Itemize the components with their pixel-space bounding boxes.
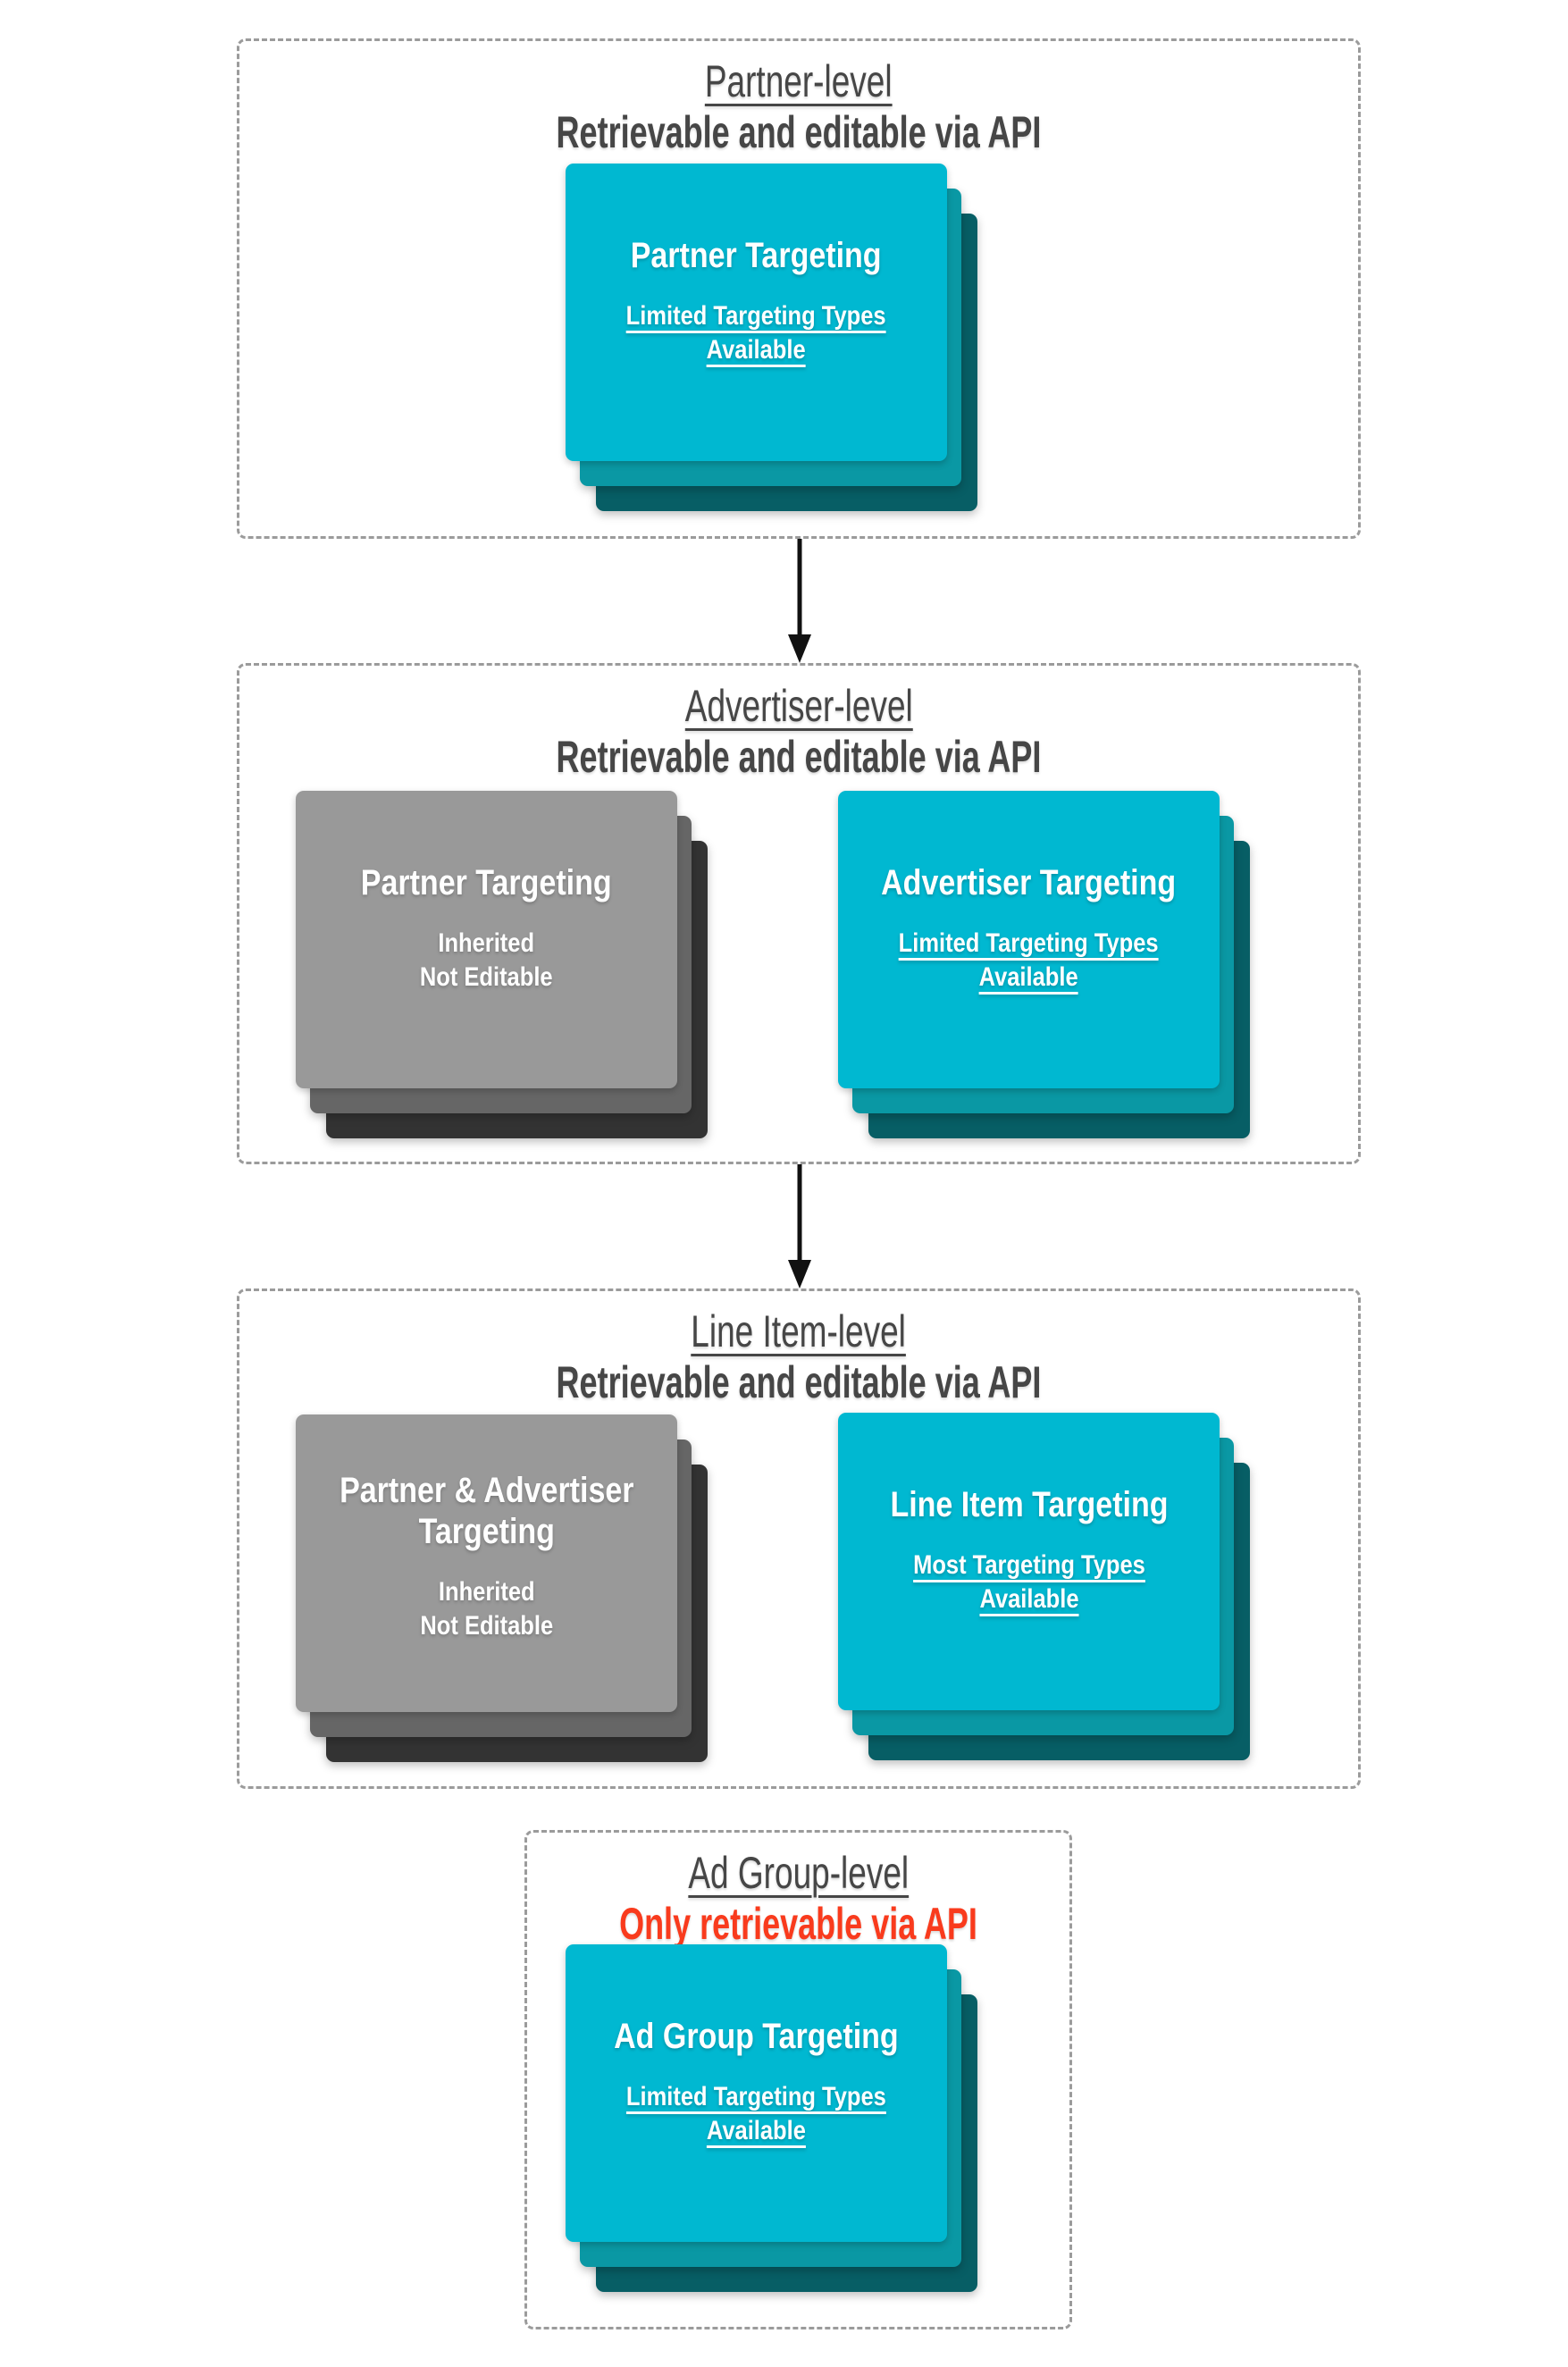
card-line-item-targeting: Line Item Targeting Most Targeting Types… xyxy=(838,1413,1250,1760)
card-front: Advertiser Targeting Limited Targeting T… xyxy=(838,791,1220,1088)
card-body: Limited Targeting Types Available xyxy=(626,2082,886,2146)
arrow-down-icon xyxy=(788,1164,811,1288)
card-title: Advertiser Targeting xyxy=(881,863,1177,902)
card-body: Inherited Not Editable xyxy=(420,1577,553,1641)
card-front: Partner Targeting Limited Targeting Type… xyxy=(566,164,947,461)
section-title: Advertiser-level xyxy=(684,681,913,731)
section-title: Partner-level xyxy=(705,56,893,106)
card-body: Most Targeting Types Available xyxy=(912,1550,1145,1615)
section-title: Line Item-level xyxy=(691,1306,907,1356)
section-header: Advertiser-level Retrievable and editabl… xyxy=(239,666,1358,782)
section-partner-level: Partner-level Retrievable and editable v… xyxy=(237,38,1361,539)
arrow-down-icon xyxy=(788,539,811,663)
card-advertiser-targeting: Advertiser Targeting Limited Targeting T… xyxy=(838,791,1250,1138)
card-ad-group-targeting: Ad Group Targeting Limited Targeting Typ… xyxy=(566,1944,977,2292)
section-header: Ad Group-level Only retrievable via API xyxy=(527,1833,1069,1949)
section-subtitle: Retrievable and editable via API xyxy=(556,732,1042,782)
card-title: Ad Group Targeting xyxy=(614,2017,899,2056)
card-front: Line Item Targeting Most Targeting Types… xyxy=(838,1413,1220,1710)
card-body: Limited Targeting Types Available xyxy=(626,301,886,365)
card-title: Line Item Targeting xyxy=(889,1485,1169,1524)
card-body: Limited Targeting Types Available xyxy=(899,928,1159,993)
card-title: Partner Targeting xyxy=(631,236,882,275)
card-front: Partner Targeting Inherited Not Editable xyxy=(296,791,677,1088)
section-subtitle: Only retrievable via API xyxy=(619,1899,977,1949)
section-subtitle: Retrievable and editable via API xyxy=(556,107,1042,157)
section-advertiser-level: Advertiser-level Retrievable and editabl… xyxy=(237,663,1361,1164)
card-partner-targeting: Partner Targeting Limited Targeting Type… xyxy=(566,164,977,511)
card-body: Inherited Not Editable xyxy=(420,928,553,993)
section-title: Ad Group-level xyxy=(688,1848,909,1898)
card-front: Partner & Advertiser Targeting Inherited… xyxy=(296,1414,677,1712)
section-subtitle: Retrievable and editable via API xyxy=(556,1357,1042,1407)
section-header: Partner-level Retrievable and editable v… xyxy=(239,41,1358,157)
card-front: Ad Group Targeting Limited Targeting Typ… xyxy=(566,1944,947,2242)
card-title: Partner & Advertiser Targeting xyxy=(339,1471,634,1551)
card-inherited-partner-targeting: Partner Targeting Inherited Not Editable xyxy=(296,791,708,1138)
card-inherited-partner-advertiser-targeting: Partner & Advertiser Targeting Inherited… xyxy=(296,1414,708,1762)
section-line-item-level: Line Item-level Retrievable and editable… xyxy=(237,1288,1361,1789)
section-header: Line Item-level Retrievable and editable… xyxy=(239,1291,1358,1407)
card-title: Partner Targeting xyxy=(361,863,612,902)
section-ad-group-level: Ad Group-level Only retrievable via API … xyxy=(524,1830,1072,2329)
